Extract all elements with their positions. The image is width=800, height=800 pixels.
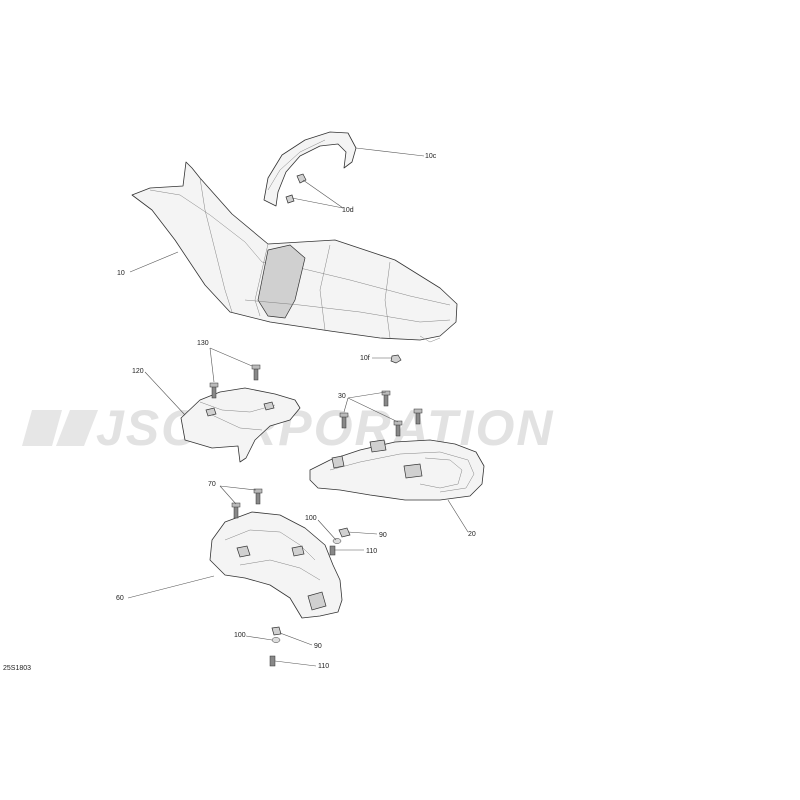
grab-handle-part-icon <box>309 439 485 501</box>
small-clip-part-icon <box>390 354 402 364</box>
callout-110-upper: 110 <box>366 548 377 555</box>
watermark: JSCORPORATION <box>22 400 554 456</box>
bolt-130-icon <box>209 364 261 399</box>
callout-70: 70 <box>208 481 216 488</box>
callout-90-lower: 90 <box>314 643 322 650</box>
bolt-30-icon <box>339 390 423 437</box>
watermark-logo-icon <box>22 410 98 446</box>
callout-10c: 10c <box>425 153 437 160</box>
callout-30: 30 <box>338 393 346 400</box>
callout-10f: 10f <box>360 355 370 362</box>
seat-part-icon <box>131 161 458 343</box>
callout-labels: 10 10c 10d 10f 120 130 30 20 70 100 90 1… <box>116 153 476 670</box>
rear-bracket-part-icon <box>209 511 343 619</box>
strap-part-icon <box>263 131 357 207</box>
callout-60: 60 <box>116 595 124 602</box>
diagram-code: 25S1803 <box>3 665 31 672</box>
callout-10: 10 <box>117 270 125 277</box>
callout-90-upper: 90 <box>379 532 387 539</box>
callout-110-lower: 110 <box>318 663 329 670</box>
callout-10d: 10d <box>342 207 354 214</box>
callout-120: 120 <box>132 368 144 375</box>
fastener-upper-icon <box>329 527 351 556</box>
bolt-70-icon <box>231 488 263 519</box>
callout-130: 130 <box>197 340 209 347</box>
watermark-text: JSCORPORATION <box>96 400 554 456</box>
callout-100-lower: 100 <box>234 632 246 639</box>
callout-20: 20 <box>468 531 476 538</box>
leader-lines <box>127 147 469 667</box>
front-bracket-part-icon <box>180 387 301 463</box>
fastener-lower-icon <box>269 626 282 667</box>
callout-100-upper: 100 <box>305 515 317 522</box>
